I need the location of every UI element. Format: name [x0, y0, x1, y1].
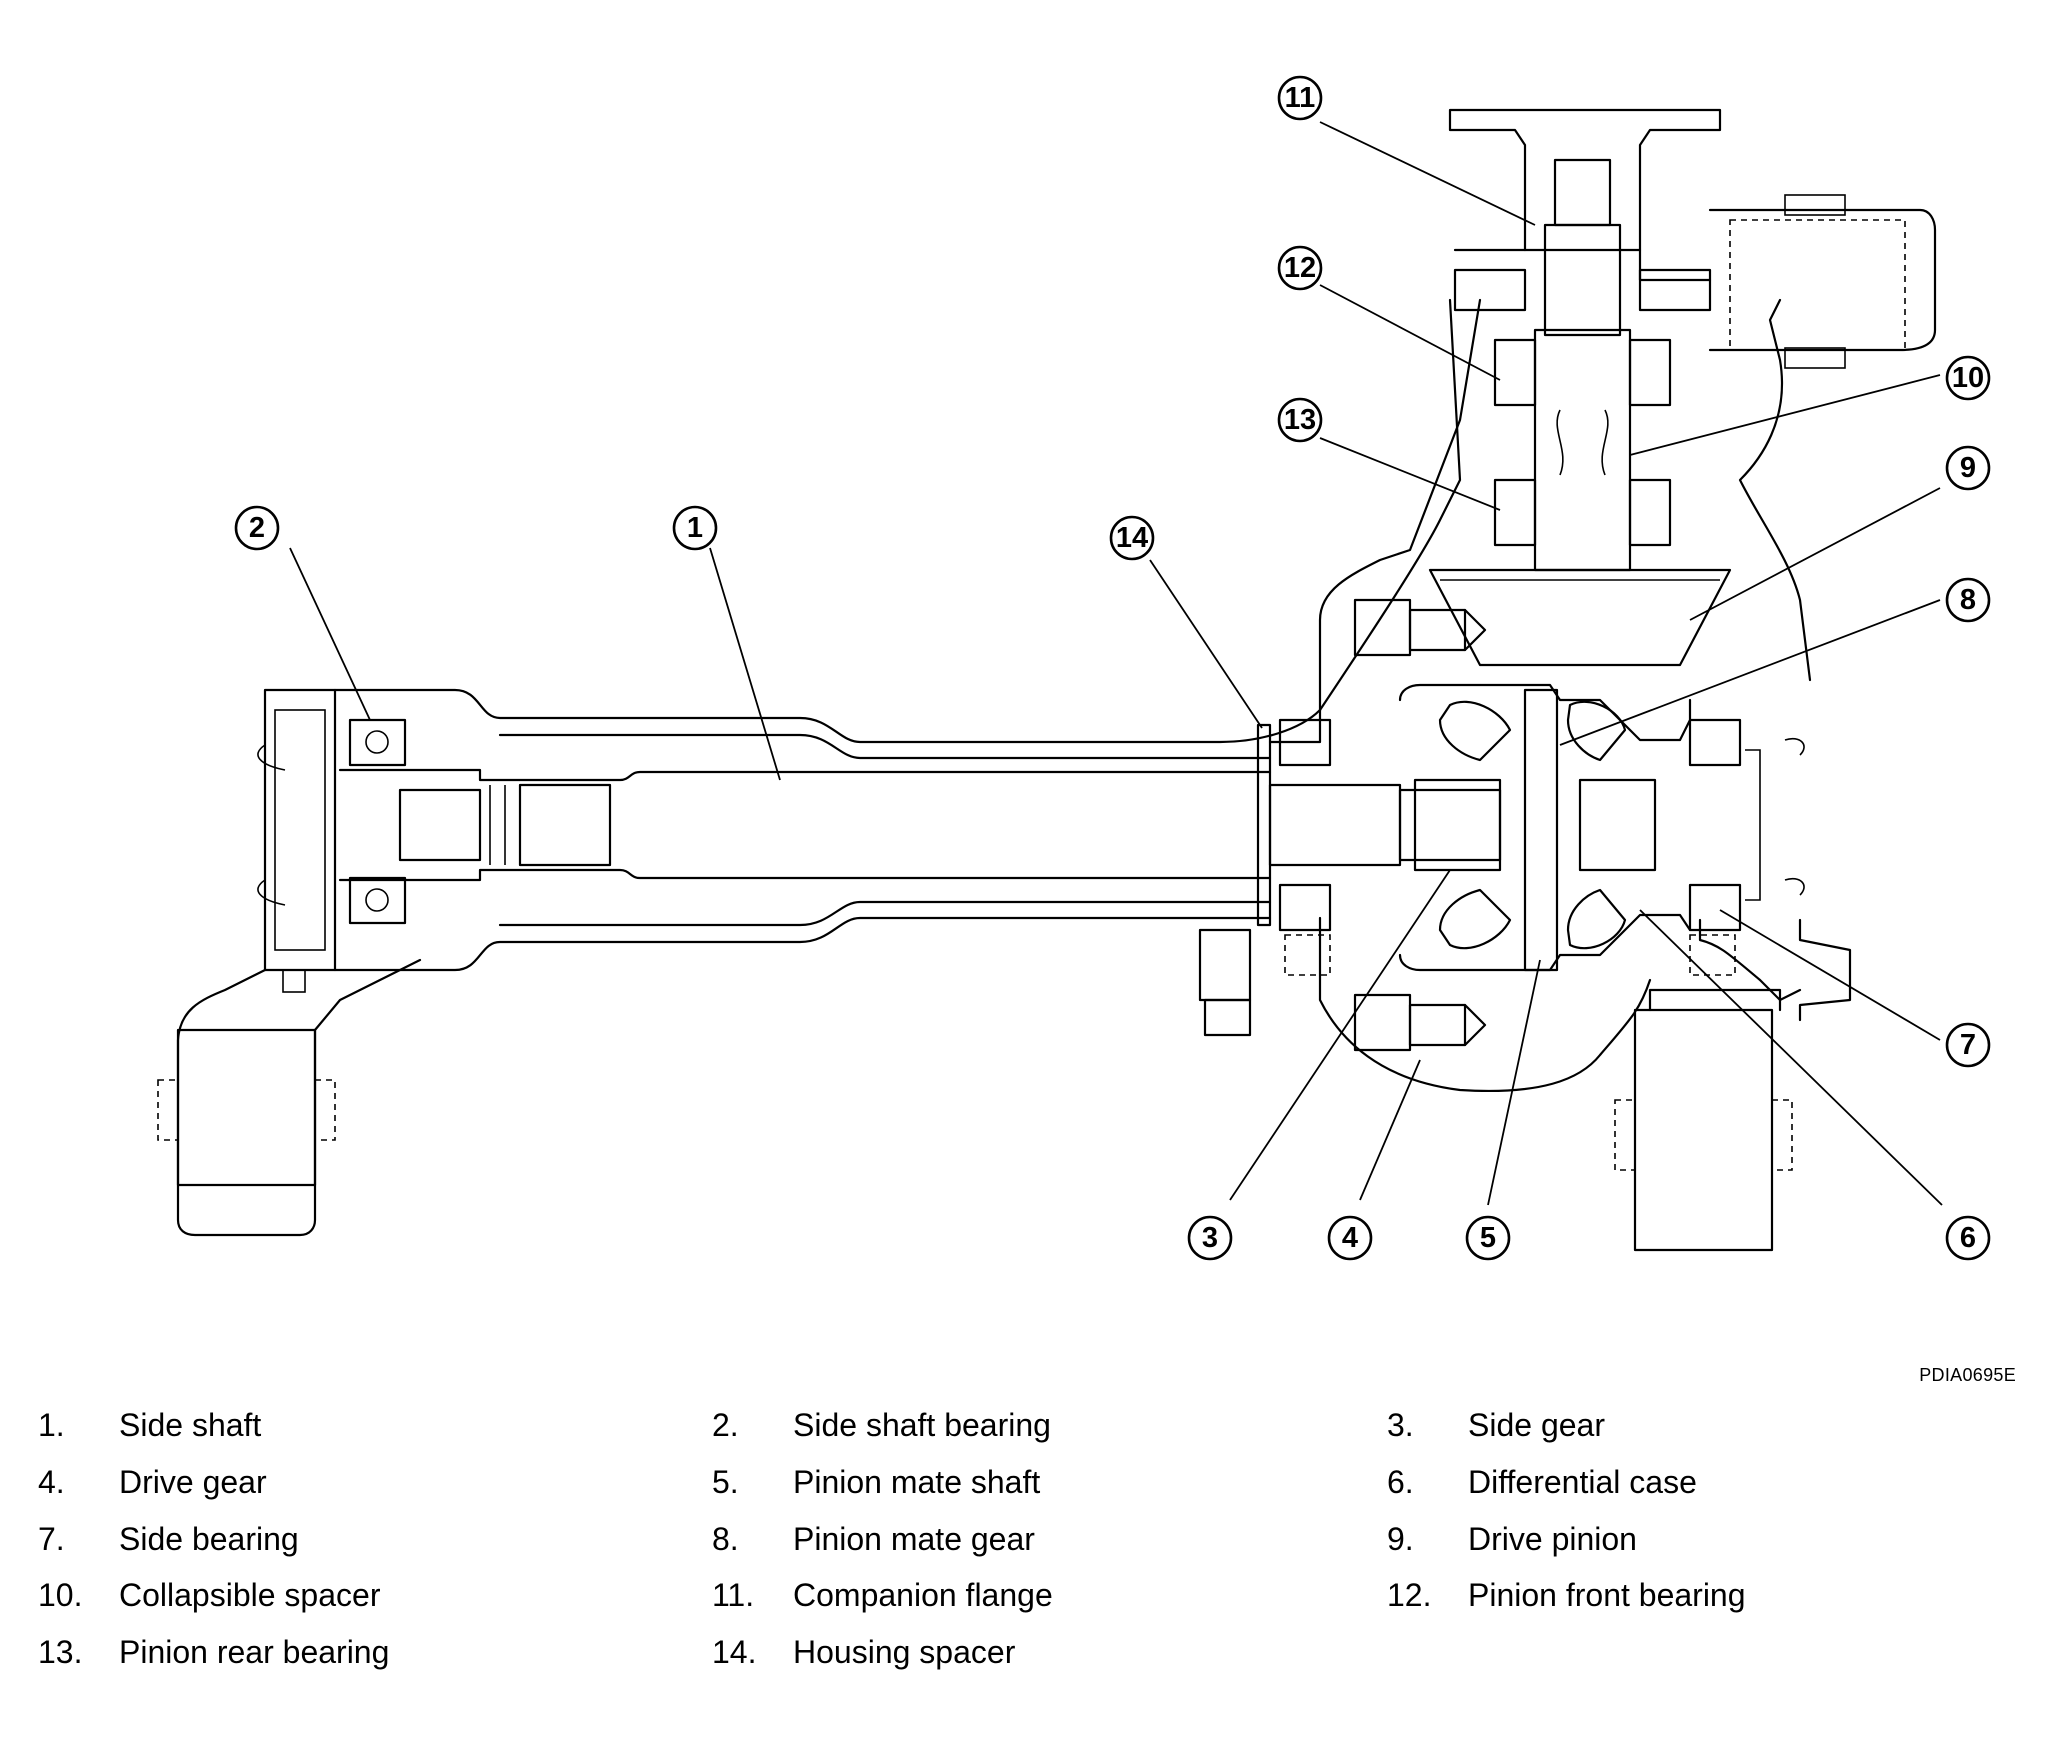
legend-label: Side bearing [119, 1521, 299, 1557]
legend-label: Pinion mate shaft [793, 1464, 1041, 1500]
callout-12: 12 [1277, 245, 1323, 291]
figure-reference-code: PDIA0695E [1919, 1365, 2016, 1385]
legend-number: 14. [712, 1634, 757, 1670]
svg-text:13: 13 [1284, 404, 1316, 436]
svg-text:3: 3 [1202, 1222, 1218, 1254]
legend-label: Drive gear [119, 1464, 267, 1500]
svg-text:5: 5 [1480, 1222, 1496, 1254]
legend-label: Pinion mate gear [793, 1521, 1035, 1557]
side-shaft [338, 768, 1502, 882]
legend-number: 5. [712, 1464, 739, 1500]
callout-11: 11 [1277, 75, 1323, 121]
svg-text:11: 11 [1285, 82, 1316, 114]
legend-number: 1. [38, 1407, 65, 1443]
legend-label: Differential case [1468, 1464, 1697, 1500]
legend-number: 9. [1387, 1521, 1414, 1557]
legend-label: Side gear [1468, 1407, 1605, 1443]
svg-text:12: 12 [1284, 252, 1316, 284]
legend-label: Pinion rear bearing [119, 1634, 390, 1670]
differential-cross-section-diagram: 1 2 3 4 5 6 7 8 9 10 11 12 13 14 [157, 75, 1991, 1261]
legend-number: 6. [1387, 1464, 1414, 1500]
legend-label: Side shaft [119, 1407, 262, 1443]
callout-9: 9 [1945, 445, 1991, 491]
callout-5: 5 [1465, 1215, 1511, 1261]
legend-label: Side shaft bearing [793, 1407, 1051, 1443]
svg-text:1: 1 [687, 512, 703, 544]
legend-number: 11. [712, 1577, 755, 1613]
callout-3: 3 [1187, 1215, 1233, 1261]
callout-7: 7 [1945, 1022, 1991, 1068]
callout-1: 1 [672, 505, 718, 551]
drive-pinion-assembly [1428, 108, 1937, 667]
legend-label: Housing spacer [793, 1634, 1016, 1670]
legend-number: 8. [712, 1521, 739, 1557]
legend-number: 4. [38, 1464, 65, 1500]
carrier-housing [1198, 298, 1852, 1093]
callout-2: 2 [234, 505, 280, 551]
leader-lines [289, 121, 1943, 1206]
svg-text:6: 6 [1960, 1222, 1976, 1254]
legend-label: Collapsible spacer [119, 1577, 381, 1613]
legend-number: 13. [38, 1634, 83, 1670]
legend-number: 2. [712, 1407, 739, 1443]
legend-label: Drive pinion [1468, 1521, 1637, 1557]
svg-text:8: 8 [1960, 584, 1976, 616]
svg-text:4: 4 [1342, 1222, 1358, 1254]
legend-number: 7. [38, 1521, 65, 1557]
svg-text:2: 2 [249, 512, 265, 544]
legend-label: Pinion front bearing [1468, 1577, 1746, 1613]
legend-label: Companion flange [793, 1577, 1053, 1613]
parts-legend: 1. Side shaft 2. Side shaft bearing 3. S… [0, 1405, 2046, 1725]
legend-number: 3. [1387, 1407, 1414, 1443]
svg-text:7: 7 [1960, 1029, 1976, 1061]
legend-number: 10. [38, 1577, 83, 1613]
legend-number: 12. [1387, 1577, 1432, 1613]
callout-8: 8 [1945, 577, 1991, 623]
callout-14: 14 [1109, 515, 1155, 561]
right-mount [1614, 988, 1793, 1252]
svg-text:14: 14 [1116, 522, 1148, 554]
svg-text:9: 9 [1960, 452, 1976, 484]
callout-4: 4 [1327, 1215, 1373, 1261]
svg-text:10: 10 [1952, 362, 1984, 394]
callout-13: 13 [1277, 397, 1323, 443]
callout-6: 6 [1945, 1215, 1991, 1261]
differential-case [1278, 683, 1805, 976]
callout-10: 10 [1945, 355, 1991, 401]
